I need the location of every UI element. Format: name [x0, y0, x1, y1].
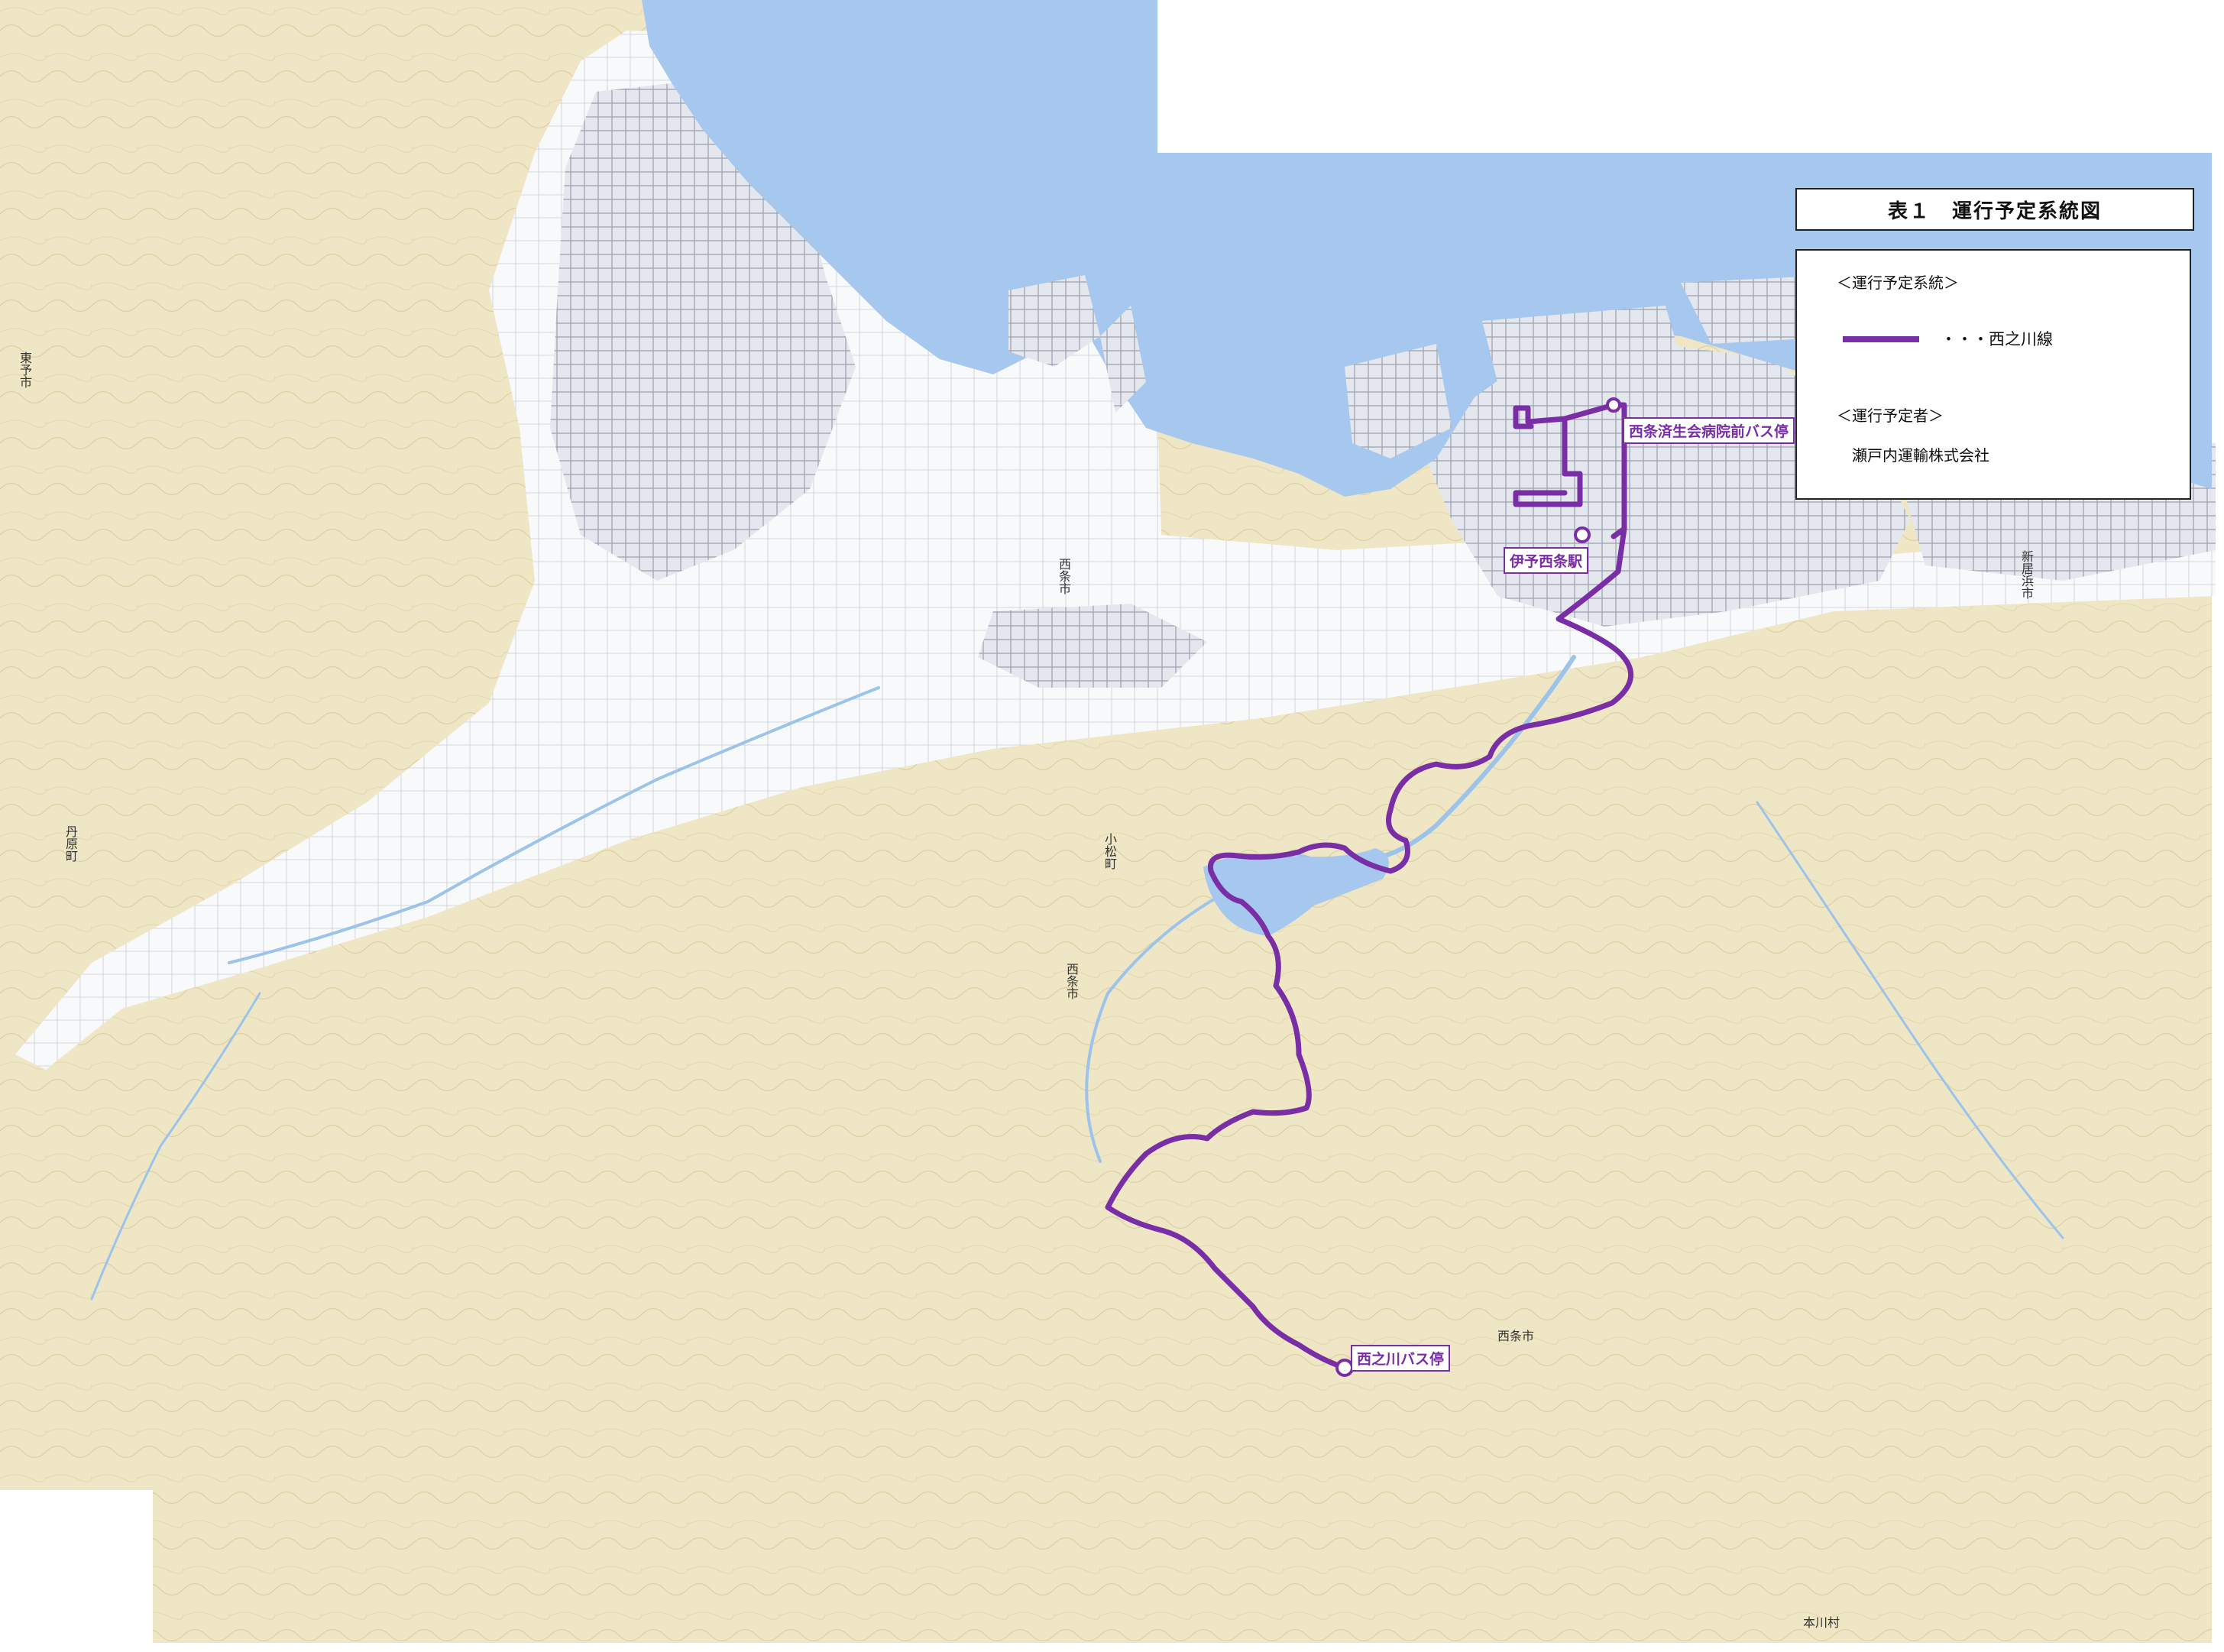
legend-operator-heading: ＜運行予定者＞: [1837, 407, 1944, 425]
legend-title: 表１ 運行予定系統図: [1795, 188, 2194, 231]
sheet-blank-bottom-left: [0, 1490, 153, 1652]
stop-label-hospital: 西条済生会病院前バス停: [1623, 417, 1795, 444]
legend-system-heading: ＜運行予定系統＞: [1837, 274, 1959, 292]
pier: [1482, 306, 1681, 382]
sheet-blank-bottom-edge: [0, 1643, 2224, 1652]
place-label: 丹原町: [63, 825, 78, 862]
place-label: 小松町: [1102, 833, 1117, 870]
pier: [1100, 306, 1146, 413]
route-line-swatch: [1843, 336, 1919, 342]
stop-marker-hospital: [1606, 397, 1621, 413]
place-label: 本川村: [1803, 1615, 1840, 1630]
stop-marker-nishinokawa: [1335, 1359, 1354, 1377]
legend-panel: ＜運行予定系統＞ ・・・西之川線 ＜運行予定者＞ 瀬戸内運輸株式会社: [1795, 249, 2191, 500]
reservoir: [1203, 848, 1389, 936]
stop-marker-station: [1574, 526, 1591, 543]
river: [90, 992, 261, 1301]
route-nishinokawa-line: [1105, 402, 1633, 1371]
place-label: 西条市: [1057, 558, 1071, 594]
pier: [1008, 275, 1100, 367]
river: [1085, 885, 1239, 1163]
urban-area-komatsu: [978, 604, 1207, 688]
place-label: 新居浜市: [2019, 550, 2034, 599]
sheet-blank-top-right: [1157, 0, 2224, 153]
place-label: 西条市: [1064, 963, 1079, 999]
place-label: 西条市: [1497, 1329, 1535, 1343]
river: [228, 686, 880, 964]
place-label: 東予市: [18, 351, 32, 388]
legend-route-label: ・・・西之川線: [1941, 330, 2053, 348]
stop-label-nishinokawa: 西之川バス停: [1351, 1345, 1451, 1372]
stop-label-station: 伊予西条駅: [1504, 547, 1589, 574]
pier: [1345, 344, 1452, 458]
river: [1756, 801, 2064, 1239]
sheet-blank-right-edge: [2212, 0, 2224, 1652]
legend-operator-name: 瀬戸内運輸株式会社: [1852, 446, 1989, 465]
